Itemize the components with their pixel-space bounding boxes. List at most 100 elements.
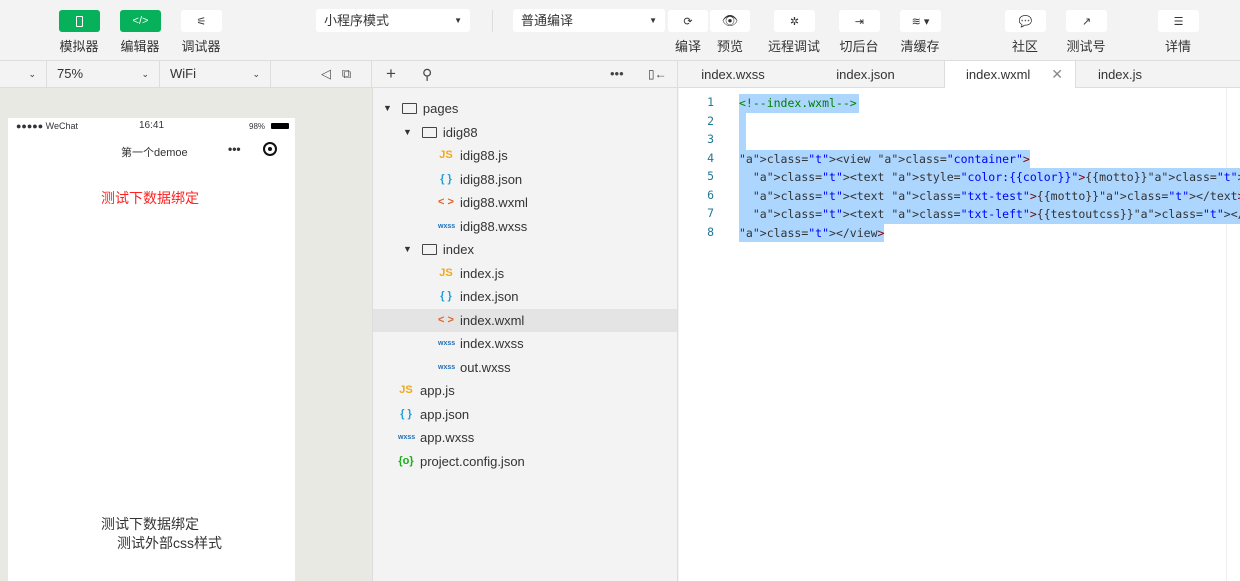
json-file-icon: { } xyxy=(400,407,412,420)
folder-icon xyxy=(421,244,437,255)
tree-item-label: app.json xyxy=(420,406,470,422)
folder-item[interactable]: ▼index xyxy=(403,238,474,261)
line-number: 7 xyxy=(707,206,714,220)
compile-label: 编译 xyxy=(674,39,701,54)
tab-index-wxml[interactable]: index.wxml✕ xyxy=(944,61,1076,89)
zoom-select[interactable]: 75% ⌄ xyxy=(47,61,160,87)
js-file-icon: JS xyxy=(439,149,453,161)
test-account-button[interactable]: ↗ xyxy=(1066,10,1107,32)
tree-item-label: index.json xyxy=(460,289,519,304)
device-select[interactable]: ⌄ xyxy=(0,61,47,87)
file-item[interactable]: { }idig88.json xyxy=(438,168,522,191)
code-line[interactable]: <!--index.wxml--> xyxy=(739,94,859,113)
tree-item-label: project.config.json xyxy=(420,453,525,469)
tree-item-label: app.js xyxy=(420,383,455,398)
wxss-file-icon: wxss xyxy=(438,363,456,371)
compile-select[interactable]: 普通编译▼ xyxy=(513,9,665,32)
js-file-icon: JS xyxy=(399,384,413,396)
code-line[interactable]: "a">class="t"><view "a">class="container… xyxy=(739,149,1030,168)
file-item[interactable]: {o}project.config.json xyxy=(398,450,525,473)
chevron-down-icon: ▼ xyxy=(403,126,412,137)
simulator-button[interactable] xyxy=(59,10,100,32)
editor-button[interactable]: </> xyxy=(120,10,161,32)
code-line[interactable]: "a">class="t"><text "a">class="txt-test"… xyxy=(739,186,1240,205)
network-select[interactable]: WiFi⌄ xyxy=(160,61,271,87)
code-line[interactable]: "a">class="t"><text "a">class="txt-left"… xyxy=(739,205,1240,224)
line-number: 2 xyxy=(707,113,714,128)
line-number: 1 xyxy=(707,95,714,109)
tab-index-js[interactable]: index.js xyxy=(1097,67,1143,82)
bug-icon: ✲ xyxy=(789,15,800,28)
outcss-text: 测试外部css样式 xyxy=(117,535,222,551)
tree-item-label: index.js xyxy=(460,265,505,281)
line-number: 5 xyxy=(707,169,714,183)
mode-select-value: 小程序模式 xyxy=(324,13,390,28)
debugger-label: 调试器 xyxy=(181,39,221,54)
tree-item-label: idig88 xyxy=(442,124,478,140)
background-button[interactable]: ⇥ xyxy=(839,10,880,32)
close-capsule-icon[interactable] xyxy=(263,142,277,156)
code-icon: </> xyxy=(132,15,149,27)
zoom-value: 75% xyxy=(57,66,84,81)
tree-item-label: idig88.wxml xyxy=(460,195,528,210)
clear-cache-label: 清缓存 xyxy=(900,39,940,54)
divider xyxy=(492,10,493,32)
code-line[interactable]: "a">class="t"><text "a">style="color:{{c… xyxy=(739,168,1240,187)
file-item[interactable]: { } app.json xyxy=(398,403,469,426)
add-icon[interactable]: + xyxy=(386,64,396,83)
motto-text: 测试下数据绑定 xyxy=(101,516,199,532)
file-item[interactable]: JS app.js xyxy=(398,379,455,402)
code-line[interactable] xyxy=(739,131,746,150)
caret-down-icon: ▼ xyxy=(649,16,657,25)
more-icon[interactable]: ••• xyxy=(610,66,624,81)
collapse-icon[interactable]: ▯← xyxy=(648,67,667,81)
wxss-file-icon: wxss xyxy=(398,434,416,441)
tree-actions: + ⚲ ••• ▯← xyxy=(372,61,678,87)
tree-item-label: idig88.json xyxy=(460,171,523,187)
search-icon[interactable]: ⚲ xyxy=(422,66,433,82)
caret-down-icon: ▼ xyxy=(454,16,462,25)
tree-item-label: pages xyxy=(422,101,459,116)
remote-debug-button[interactable]: ✲ xyxy=(774,10,815,32)
debugger-button[interactable]: ⚟ xyxy=(181,10,222,32)
file-item[interactable]: < >index.wxml xyxy=(373,308,677,332)
external-link-icon: ↗ xyxy=(1081,15,1092,28)
network-value: WiFi xyxy=(170,66,196,81)
mode-select[interactable]: 小程序模式 ▼ xyxy=(316,9,470,32)
community-button[interactable]: 💬 xyxy=(1005,10,1046,32)
tab-index-json[interactable]: index.json xyxy=(836,67,895,82)
file-item[interactable]: < >idig88.wxml xyxy=(438,191,528,214)
chat-icon: 💬 xyxy=(1018,15,1033,28)
folder-item[interactable]: ▼pages xyxy=(383,97,458,120)
sub-toolbar: ⌄ 75% ⌄ WiFi⌄ ◁ ⧉ + ⚲ ••• ▯← index.wxss i… xyxy=(0,60,1240,89)
compile-button[interactable]: ⟳ xyxy=(668,10,708,32)
phone-icon xyxy=(76,15,83,27)
file-item[interactable]: { }index.json xyxy=(438,285,519,308)
volume-icon[interactable]: ◁ xyxy=(321,66,331,81)
details-button[interactable]: ☰ xyxy=(1158,10,1199,32)
window-icon[interactable]: ⧉ xyxy=(341,66,352,81)
tab-index-wxss[interactable]: index.wxss xyxy=(701,67,765,82)
clear-cache-button[interactable]: ≋ ▾ xyxy=(900,10,941,32)
code-line[interactable]: "a">class="t"></view> xyxy=(739,223,885,242)
code-line[interactable] xyxy=(739,112,746,131)
community-label: 社区 xyxy=(1011,39,1038,54)
sliders-icon: ⚟ xyxy=(196,15,207,28)
close-icon[interactable]: ✕ xyxy=(1051,66,1063,82)
line-number: 3 xyxy=(707,132,714,146)
scrollbar[interactable] xyxy=(1226,88,1240,581)
more-icon[interactable]: ••• xyxy=(228,142,241,156)
folder-item[interactable]: ▼ idig88 xyxy=(403,121,478,144)
preview-button[interactable]: 👁 xyxy=(710,10,750,32)
preview-label: 预览 xyxy=(716,39,743,54)
wxss-file-icon: wxss xyxy=(438,222,456,230)
eye-icon: 👁 xyxy=(721,13,739,28)
chevron-down-icon: ⌄ xyxy=(141,69,149,79)
status-signal: ●●●●● WeChat xyxy=(16,121,79,131)
